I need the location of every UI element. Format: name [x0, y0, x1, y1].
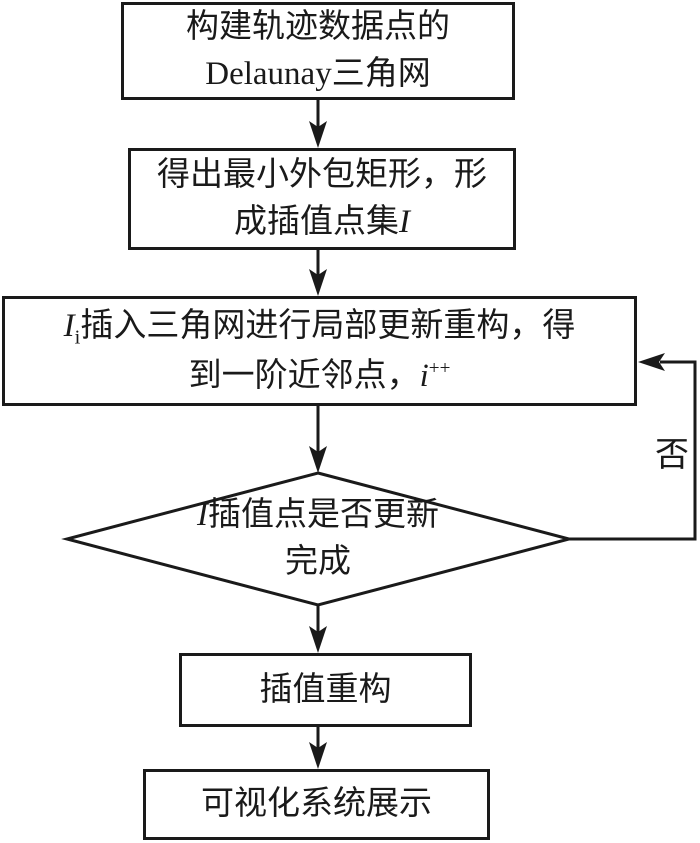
arrow-head-4 [309, 626, 327, 653]
node-interp-reconstruct-label: 插值重构 [259, 671, 392, 708]
edge-label-no: 否 [655, 437, 689, 474]
arrow-head-1 [309, 121, 327, 148]
arrow-head-2 [309, 269, 327, 296]
node-insert-update-line1: Ii插入三角网进行局部更新重构，得 [64, 301, 576, 351]
node-bounding-rect-line2-text: 成插值点集 [234, 204, 399, 240]
node-bounding-rect-line1: 得出最小外包矩形，形 [157, 157, 487, 193]
node-insert-update-line2: 到一阶近邻点，i++ [189, 351, 451, 401]
variable-i: i [419, 358, 429, 394]
decision-diamond-shape [61, 471, 575, 607]
variable-I: I [63, 308, 75, 344]
no-loop-arrow-head [638, 353, 665, 371]
node-insert-update-line2-text: 到一阶近邻点， [188, 358, 420, 394]
node-bounding-rect: 得出最小外包矩形，形 成插值点集I [128, 148, 516, 250]
node-build-delaunay-line1: 构建轨迹数据点的 [186, 9, 450, 45]
arrow-head-3 [309, 446, 327, 473]
subscript-i: i [74, 326, 81, 349]
node-build-delaunay-line2: Delaunay三角网 [205, 56, 431, 92]
node-visualize: 可视化系统展示 [143, 769, 490, 840]
node-build-delaunay: 构建轨迹数据点的 Delaunay三角网 [121, 2, 515, 100]
node-insert-update-line1-text: 插入三角网进行局部更新重构，得 [80, 308, 576, 344]
node-interp-reconstruct: 插值重构 [179, 653, 472, 727]
superscript-plus-plus: ++ [428, 358, 451, 379]
arrow-head-5 [309, 742, 327, 769]
node-bounding-rect-line2: 成插值点集I [234, 199, 410, 246]
no-loop-line [569, 360, 697, 541]
node-visualize-label: 可视化系统展示 [201, 786, 432, 822]
node-insert-update: Ii插入三角网进行局部更新重构，得 到一阶近邻点，i++ [2, 296, 637, 406]
variable-I: I [399, 204, 410, 240]
